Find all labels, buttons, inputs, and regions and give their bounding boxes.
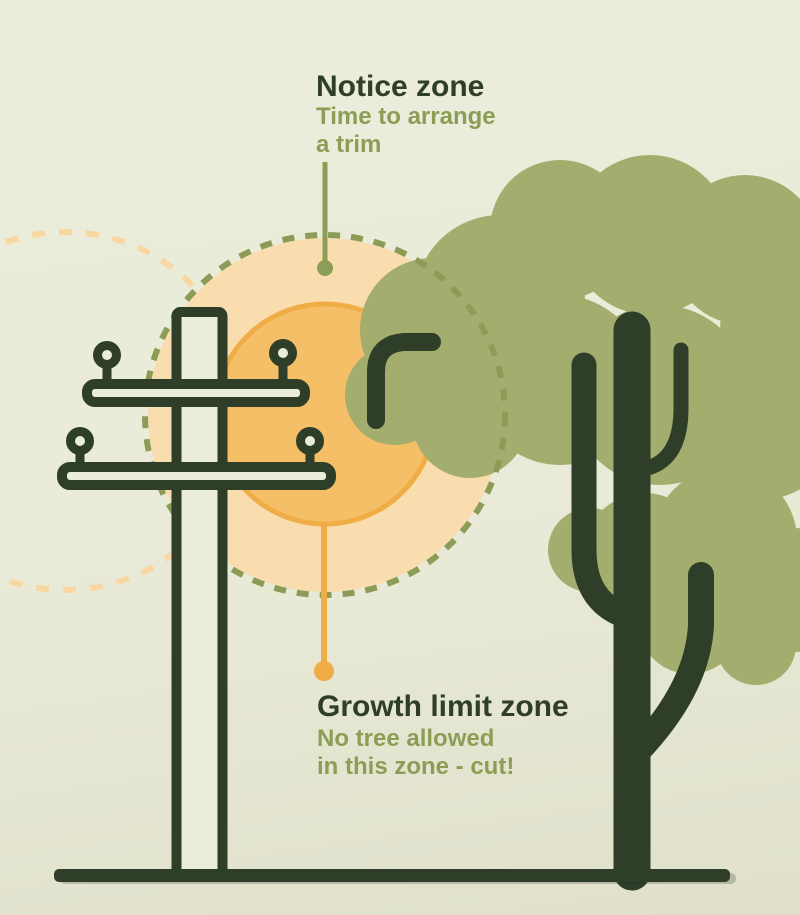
ground-line (54, 869, 736, 884)
growth-limit-pointer (314, 524, 334, 681)
tree-branch-left (571, 352, 645, 631)
crossarm-upper (82, 379, 310, 407)
notice-zone-subtitle-line1: Time to arrange (316, 103, 496, 130)
growth-limit-zone-title: Growth limit zone (317, 690, 569, 723)
growth-pointer-dot (314, 661, 334, 681)
insulator-icon (269, 339, 297, 367)
tree-branch-lower-right (624, 562, 714, 765)
utility-pole-icon (57, 307, 336, 882)
ground-bar (54, 869, 730, 882)
growth-limit-subtitle-line2: in this zone - cut! (317, 753, 514, 780)
growth-limit-subtitle-line1: No tree allowed (317, 725, 494, 752)
notice-zone-pointer (317, 162, 333, 276)
notice-zone-label: Notice zone Time to arrange a trim (316, 70, 496, 158)
insulator-icon (296, 427, 324, 455)
foliage-blob (680, 340, 800, 500)
tree-branch-upper-right (640, 342, 689, 476)
insulator-stem (278, 353, 288, 383)
crossarm-lower (57, 462, 336, 490)
foliage-blob (412, 362, 528, 478)
growth-limit-zone-label: Growth limit zone No tree allowed in thi… (317, 690, 569, 780)
tree-icon (345, 155, 800, 891)
notice-zone-subtitle-line2: a trim (316, 131, 381, 158)
insulators (66, 339, 324, 455)
insulator-icon (66, 427, 94, 455)
tree-branch-hook (367, 333, 441, 429)
notice-zone-title: Notice zone (316, 70, 484, 103)
foliage-blob (716, 605, 796, 685)
tree-trunk-and-branches (367, 311, 714, 891)
insulator-icon (93, 341, 121, 369)
notice-pointer-dot (317, 260, 333, 276)
